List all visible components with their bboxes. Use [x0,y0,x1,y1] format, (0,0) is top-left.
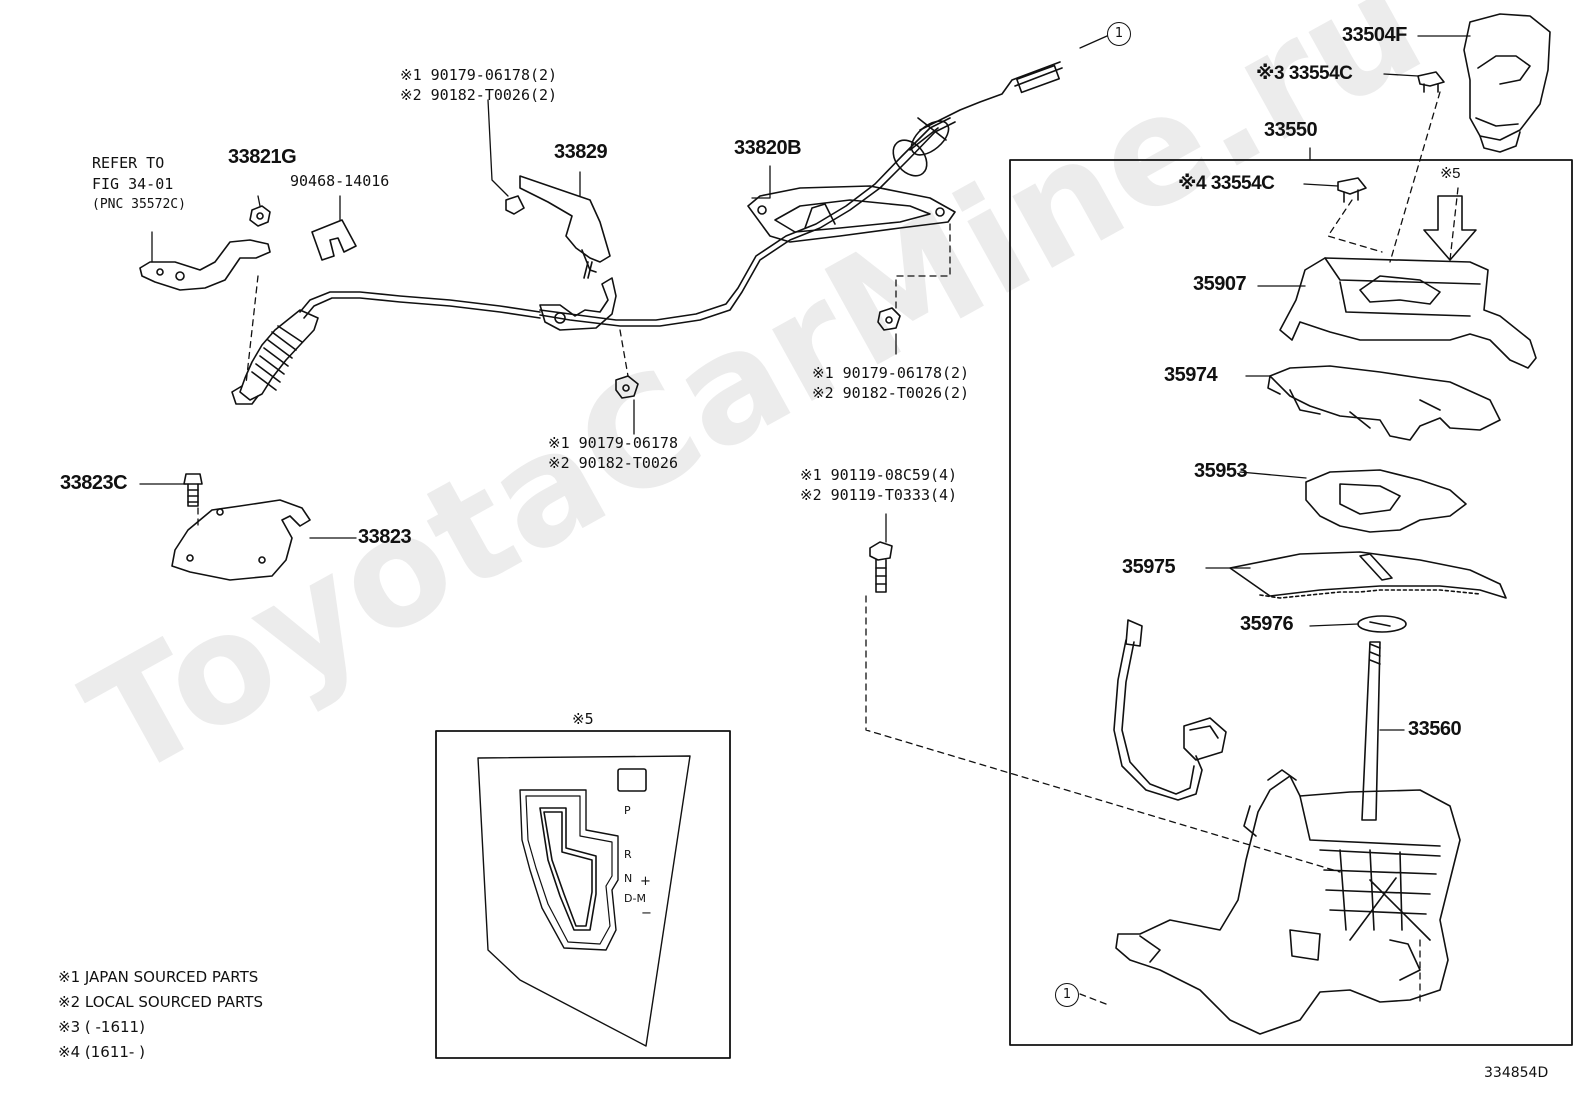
gate-p: P [624,804,631,817]
part-33823C: 33823C [60,472,128,494]
shift-rod-33560 [1361,641,1381,821]
plate-35974 [1267,365,1501,441]
part-35974: 35974 [1164,364,1218,386]
fastener-low-1: ※1 90179-06178 [548,434,678,452]
part-33550: 33550 [1264,119,1318,141]
part-33823: 33823 [358,526,412,548]
clip-90468 [311,219,357,261]
note-2: ※2 LOCAL SOURCED PARTS [58,993,263,1011]
part-33560: 33560 [1408,718,1462,740]
refer-line-1: REFER TO [92,154,165,172]
nut-33821G [249,205,271,227]
part-35975: 35975 [1122,556,1176,578]
cover-35907 [1279,257,1537,369]
plate-35976 [1357,615,1407,633]
direction-arrow [1423,195,1477,261]
bolt-90119 [869,541,893,593]
diagram-code: 334854D [1484,1065,1549,1081]
bracket-33823 [171,499,311,581]
callout-circle-top: 1 [1107,22,1131,46]
fastener-bolt-1: ※1 90119-08C59(4) [800,466,958,484]
part-33820B: 33820B [734,137,802,159]
fastener-low-2: ※2 90182-T0026 [548,454,678,472]
inset-title-x5: ※5 [572,710,594,728]
lever-bracket [139,239,271,291]
inset-frame [435,730,731,1059]
fastener-mid-1: ※1 90179-06178(2) [812,364,970,382]
wire-harness [1113,619,1227,801]
part-35907: 35907 [1193,273,1247,295]
shift-base [1115,769,1461,1035]
gate-plate [477,755,691,1047]
part-33554C-top: ※3 33554C [1256,63,1353,84]
part-33829: 33829 [554,141,608,163]
assembly-frame [1009,159,1573,1046]
gate-n: N [624,872,633,885]
arrow-note-x5: ※5 [1440,165,1460,182]
refer-line-3: (PNC 35572C) [92,197,186,212]
plate-35975 [1229,551,1507,599]
fastener-mid-2: ※2 90182-T0026(2) [812,384,970,402]
note-1: ※1 JAPAN SOURCED PARTS [58,968,259,986]
part-90468: 90468-14016 [290,172,390,190]
part-33554C-mid: ※4 33554C [1178,173,1275,194]
clip-33554C-top [1417,71,1445,93]
gate-plus: + [640,874,651,889]
plate-35953 [1305,469,1467,533]
clip-33554C-mid [1337,177,1367,203]
fastener-bolt-2: ※2 90119-T0333(4) [800,486,958,504]
cable-seal-33820B [747,185,956,243]
nut-low [615,375,639,399]
shift-cable [231,61,1063,405]
part-35976: 35976 [1240,613,1294,635]
note-3: ※3 ( -1611) [58,1018,145,1036]
fastener-top-1: ※1 90179-06178(2) [400,66,558,84]
shift-knob-33504F [1463,13,1551,153]
part-33504F: 33504F [1342,24,1407,46]
assembly-dash-lines [197,91,1459,1005]
part-35953: 35953 [1194,460,1248,482]
refer-line-2: FIG 34-01 [92,175,174,193]
bracket-33829 [519,175,611,279]
leader-lines [139,35,1471,731]
nut-mid [877,307,901,331]
gate-d: D-M [624,892,646,905]
fastener-top-2: ※2 90182-T0026(2) [400,86,558,104]
gate-r: R [624,848,632,861]
bolt-33823C [183,473,203,507]
note-4: ※4 (1611- ) [58,1043,145,1061]
gate-minus: − [641,906,652,921]
callout-circle-bottom: 1 [1055,983,1079,1007]
part-33821G: 33821G [228,146,297,168]
clip-top-nut [505,195,525,215]
